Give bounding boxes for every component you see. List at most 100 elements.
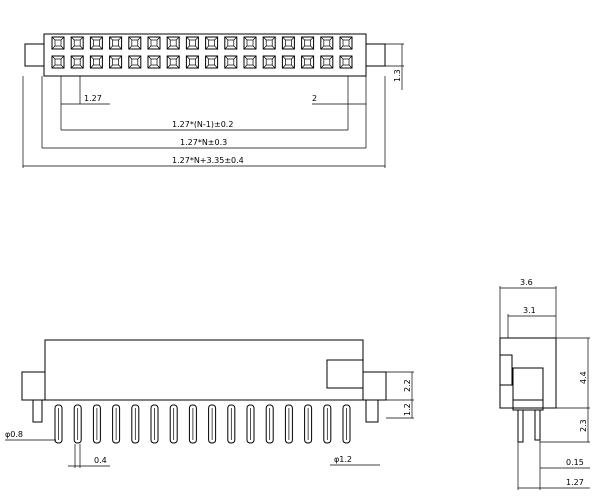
contact-bevel: [156, 45, 161, 50]
contact-outer: [339, 36, 353, 50]
front-pin: [342, 404, 351, 444]
contact-bevel: [320, 55, 325, 60]
contact-outer: [185, 55, 199, 69]
side-notch: [499, 354, 513, 386]
contact-inner: [208, 58, 215, 66]
dim-side-44-label: 4.4: [579, 371, 588, 384]
contact-bevel: [233, 45, 238, 50]
contact-bevel: [147, 64, 152, 69]
contact-bevel: [51, 55, 56, 60]
contact-bevel: [99, 36, 103, 41]
contact-bevel: [60, 64, 65, 69]
contact-bevel: [310, 55, 314, 60]
contact-bevel: [348, 55, 353, 60]
contact-inner: [208, 39, 215, 47]
contact-outer: [70, 36, 84, 50]
contact-outer: [205, 55, 219, 69]
contact-grid: [51, 36, 353, 69]
front-pin: [304, 404, 313, 444]
contact-bevel: [175, 64, 180, 69]
contact-bevel: [137, 55, 142, 60]
contact-outer: [128, 55, 142, 69]
contact-bevel: [205, 64, 209, 69]
contact-outer: [339, 55, 353, 69]
side-body: [499, 337, 557, 409]
front-pin: [150, 404, 159, 444]
connector-body-top: [43, 33, 367, 77]
contact-bevel: [79, 64, 84, 69]
contact-inner: [150, 39, 158, 47]
contact-bevel: [156, 36, 161, 41]
contact-bevel: [301, 64, 305, 69]
contact-bevel: [186, 36, 190, 41]
contact-bevel: [282, 36, 286, 41]
contact-bevel: [320, 64, 325, 69]
contact-outer: [243, 36, 257, 50]
contact-bevel: [291, 64, 295, 69]
contact-bevel: [186, 45, 190, 50]
contact-outer: [89, 55, 103, 69]
contact-bevel: [175, 45, 180, 50]
contact-inner: [189, 58, 196, 66]
contact-bevel: [271, 64, 276, 69]
front-pin: [54, 404, 63, 444]
contact-bevel: [262, 45, 267, 50]
contact-outer: [51, 36, 65, 50]
contact-outer: [243, 55, 257, 69]
contact-bevel: [109, 64, 113, 69]
contact-outer: [320, 36, 334, 50]
contact-bevel: [243, 45, 248, 50]
contact-bevel: [137, 36, 142, 41]
contact-bevel: [339, 36, 344, 41]
contact-bevel: [205, 45, 209, 50]
contact-bevel: [214, 55, 218, 60]
side-slot: [512, 367, 544, 409]
contact-bevel: [205, 55, 209, 60]
contact-bevel: [51, 45, 56, 50]
contact-outer: [147, 55, 161, 69]
dim-overall-label: 1.27*N+3.35±0.4: [172, 156, 244, 165]
contact-bevel: [156, 55, 161, 60]
contact-bevel: [252, 55, 257, 60]
contact-bevel: [70, 55, 75, 60]
contact-bevel: [166, 36, 171, 41]
contact-inner: [265, 58, 273, 66]
contact-bevel: [262, 55, 267, 60]
dim-side-23-label: 2.3: [579, 419, 588, 432]
contact-bevel: [175, 55, 180, 60]
contact-bevel: [175, 36, 180, 41]
contact-bevel: [90, 55, 94, 60]
contact-bevel: [224, 55, 229, 60]
side-pin-left: [517, 409, 524, 443]
contact-bevel: [118, 64, 122, 69]
contact-bevel: [186, 55, 190, 60]
contact-outer: [147, 36, 161, 50]
top-view: 1.27 2 1.27*(N-1)±0.2 1.27*N±0.3 1.27*N+…: [22, 33, 404, 168]
contact-bevel: [166, 64, 171, 69]
contact-bevel: [60, 45, 65, 50]
contact-bevel: [214, 45, 218, 50]
contact-inner: [73, 39, 81, 47]
contact-bevel: [109, 36, 113, 41]
contact-bevel: [214, 64, 218, 69]
dim-side-inner-label: 3.1: [523, 306, 536, 315]
contact-outer: [224, 36, 238, 50]
contact-bevel: [301, 55, 305, 60]
contact-bevel: [99, 45, 103, 50]
contact-outer: [281, 55, 295, 69]
front-pin: [227, 404, 236, 444]
contact-bevel: [118, 45, 122, 50]
contact-bevel: [195, 64, 199, 69]
contact-bevel: [329, 64, 334, 69]
contact-bevel: [109, 45, 113, 50]
contact-outer: [89, 36, 103, 50]
contact-outer: [166, 55, 180, 69]
front-view: 2.2 1.2 φ0.8 φ1.2 0.4: [5, 339, 414, 468]
contact-outer: [262, 55, 276, 69]
contact-bevel: [301, 45, 305, 50]
contact-outer: [128, 36, 142, 50]
contact-bevel: [118, 55, 122, 60]
contact-bevel: [70, 64, 75, 69]
